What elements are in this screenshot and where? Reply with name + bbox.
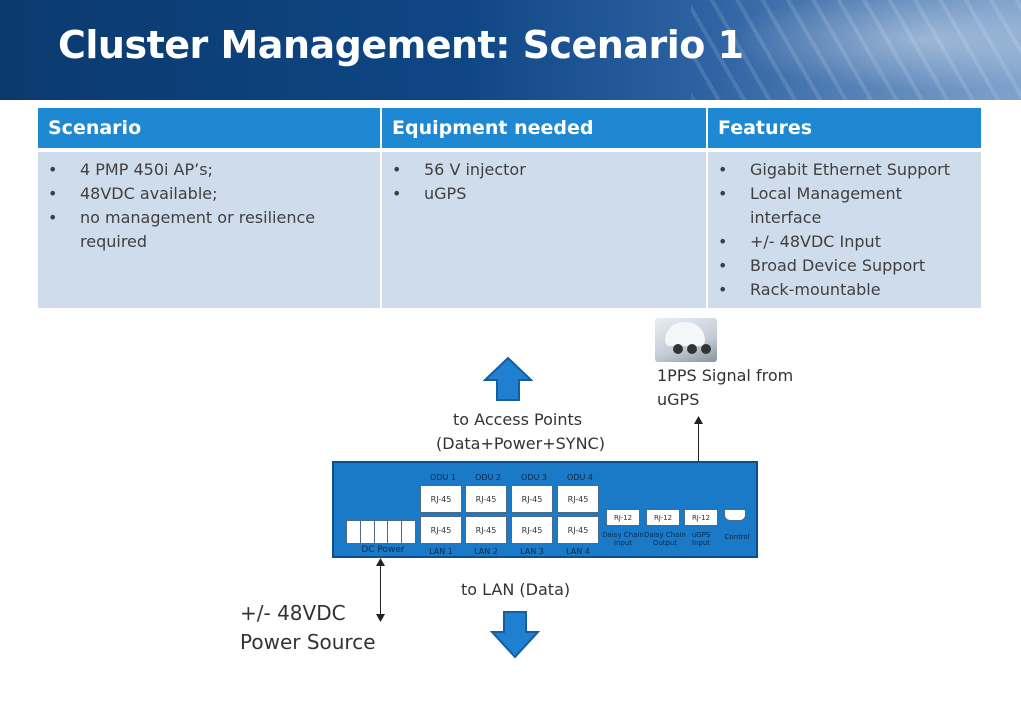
access-points-label: to Access Points [453,410,583,429]
list-item: 4 PMP 450i AP’s; [46,158,370,182]
lan-2-port: RJ-45 [465,516,507,544]
arrow-down-icon [490,611,540,659]
list-item: Gigabit Ethernet Support [716,158,971,182]
ugps-device-image [655,318,717,362]
odu-1-label: ODU 1 [430,473,456,482]
dc-power-label: DC Power [361,545,405,555]
odu-2-label: ODU 2 [475,473,501,482]
header-features: Features [707,108,981,148]
daisy-chain-input-port: RJ-12 [606,509,640,526]
list-item: Local Management interface [716,182,971,230]
power-connector-line [380,562,381,618]
dc-power-connector [346,520,416,544]
lan-4-port: RJ-45 [557,516,599,544]
list-item: Rack-mountable [716,278,971,302]
odu-1-port: RJ-45 [420,485,462,513]
tower-background-image [691,0,1021,100]
daisy-chain-output-port: RJ-12 [646,509,680,526]
ugps-signal-label: 1PPS Signal from [657,366,794,385]
list-item: 48VDC available; [46,182,370,206]
lan-3-port: RJ-45 [511,516,553,544]
odu-3-label: ODU 3 [521,473,547,482]
control-label: Control [724,533,750,541]
lan-data-label: to LAN (Data) [461,580,571,599]
list-item: 56 V injector [390,158,696,182]
table-row: 4 PMP 450i AP’s; 48VDC available; no man… [38,152,981,308]
control-port [724,509,746,521]
lan-2-label: LAN 2 [474,547,498,556]
header-equipment: Equipment needed [381,108,708,148]
features-cell: Gigabit Ethernet Support Local Managemen… [707,152,981,308]
arrowhead-up-icon [694,416,703,424]
odu-3-port: RJ-45 [511,485,553,513]
arrowhead-up-icon [376,558,385,566]
cluster-management-panel: ODU 1 ODU 2 ODU 3 ODU 4 RJ-45 RJ-45 RJ-4… [332,461,758,558]
lan-1-port: RJ-45 [420,516,462,544]
lan-1-label: LAN 1 [429,547,453,556]
scenario-table: Scenario Equipment needed Features 4 PMP… [38,108,981,308]
equipment-cell: 56 V injector uGPS [381,152,708,308]
list-item: uGPS [390,182,696,206]
ugps-connector-line [698,420,699,482]
list-item: no management or resilience required [46,206,370,254]
header-scenario: Scenario [38,108,382,148]
arrow-up-icon [483,356,533,401]
page-title: Cluster Management: Scenario 1 [58,23,744,67]
table-header-row: Scenario Equipment needed Features [38,108,981,148]
ugps-signal-sublabel: uGPS [657,390,700,409]
scenario-cell: 4 PMP 450i AP’s; 48VDC available; no man… [38,152,382,308]
access-points-sublabel: (Data+Power+SYNC) [436,434,605,453]
arrowhead-down-icon [376,614,385,622]
power-source-label: +/- 48VDC [240,601,346,625]
power-source-sublabel: Power Source [240,630,376,654]
ugps-input-port: RJ-12 [684,509,718,526]
title-banner: Cluster Management: Scenario 1 [0,0,1021,100]
list-item: +/- 48VDC Input [716,230,971,254]
odu-2-port: RJ-45 [465,485,507,513]
odu-4-label: ODU 4 [567,473,593,482]
list-item: Broad Device Support [716,254,971,278]
odu-4-port: RJ-45 [557,485,599,513]
lan-3-label: LAN 3 [520,547,544,556]
lan-4-label: LAN 4 [566,547,590,556]
